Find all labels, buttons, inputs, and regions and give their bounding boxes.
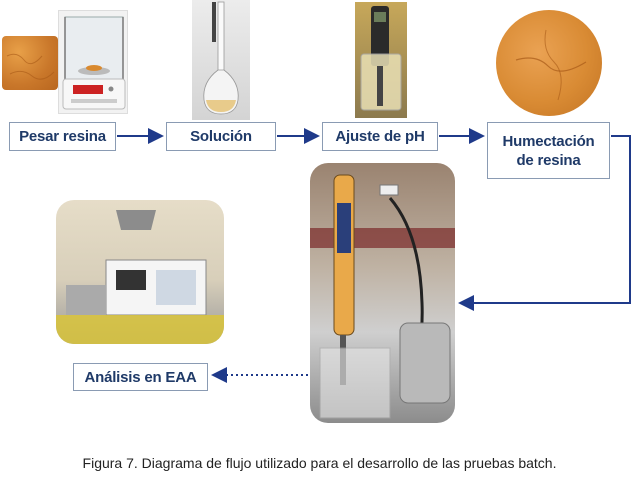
arrow-humectacion-to-stirrer (462, 136, 630, 303)
figure-caption: Figura 7. Diagrama de flujo utilizado pa… (0, 455, 639, 471)
